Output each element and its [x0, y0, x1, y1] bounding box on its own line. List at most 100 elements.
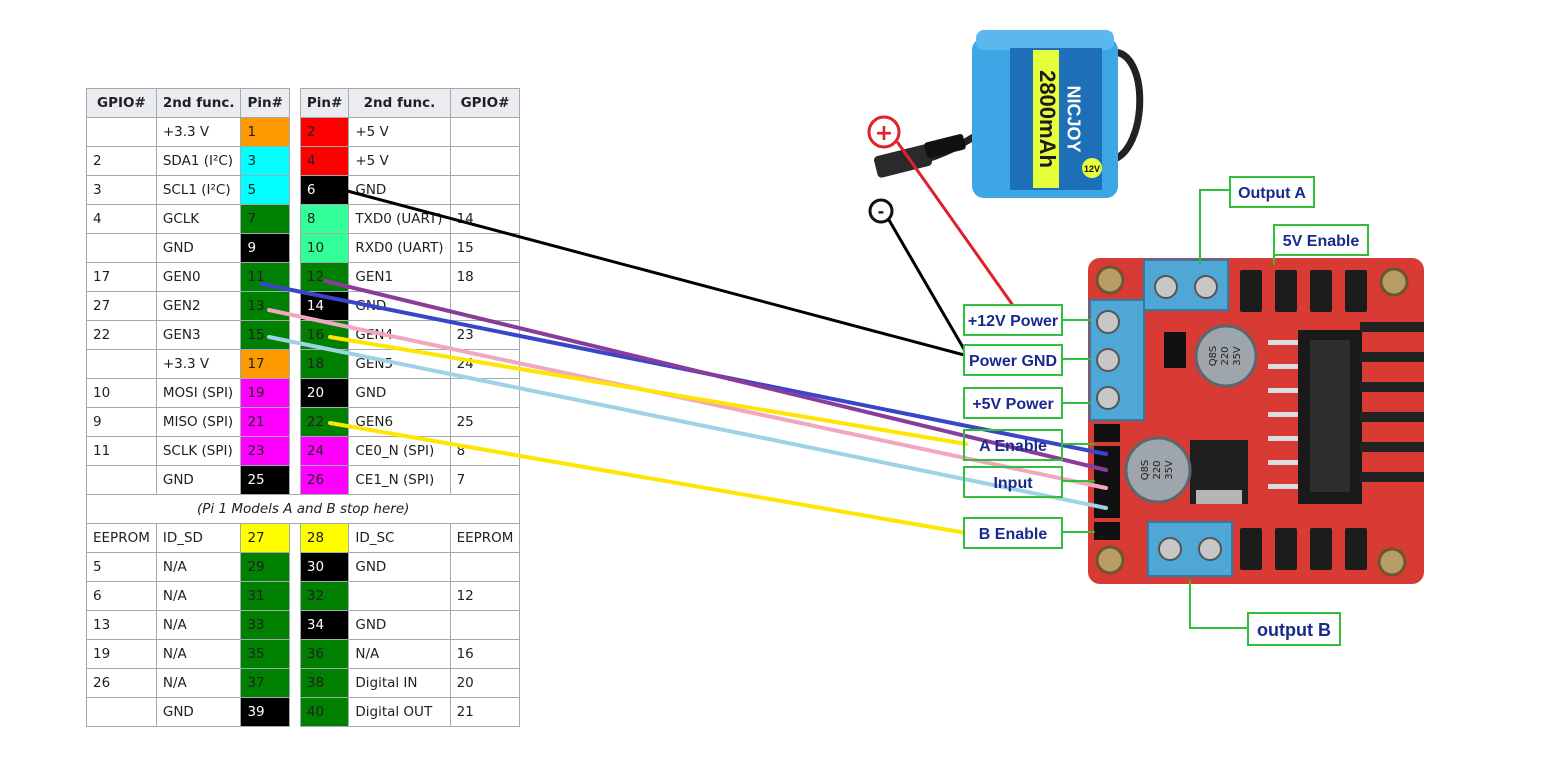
gpio-left-cell: 17	[86, 262, 157, 292]
pin-left-cell: 33	[240, 610, 290, 640]
battery-label	[1010, 48, 1102, 190]
gpio-left-cell	[86, 697, 157, 727]
gpio-left-cell: 27	[86, 291, 157, 321]
func-right-cell: CE0_N (SPI)	[348, 436, 451, 466]
pin-left-cell: 3	[240, 146, 290, 176]
dc-plug-grip	[924, 134, 966, 158]
func-right-cell: Digital OUT	[348, 697, 451, 727]
func-left-cell: SCLK (SPI)	[155, 436, 242, 466]
gpio-right-cell	[449, 610, 521, 640]
column-gap	[288, 407, 301, 437]
input-header	[1094, 424, 1120, 540]
output-a-terminal	[1143, 259, 1229, 311]
gpio-left-cell: 4	[86, 204, 157, 234]
gpio-pinout-table: GPIO# 2nd func. Pin# Pin# 2nd func. GPIO…	[85, 88, 521, 727]
gpio-right-cell: 12	[449, 581, 521, 611]
pin-left-cell: 19	[240, 378, 290, 408]
pin-left-cell: 7	[240, 204, 290, 234]
gpio-left-cell: 9	[86, 407, 157, 437]
pin-right-cell: 16	[299, 320, 350, 350]
pin-left-cell: 25	[240, 465, 290, 495]
callout-output-b: output B	[1247, 612, 1341, 646]
callout-5v-power: +5V Power	[963, 387, 1063, 419]
label-5v-enable: 5V Enable	[1283, 233, 1360, 250]
pin-left-cell: 27	[240, 523, 290, 553]
column-gap	[288, 436, 301, 466]
pin-left-cell: 39	[240, 697, 290, 727]
pin-right-cell: 18	[299, 349, 350, 379]
column-gap	[288, 320, 301, 350]
func-left-cell: GEN3	[155, 320, 242, 350]
gpio-right-cell: 21	[449, 697, 521, 727]
pin-right-cell: 12	[299, 262, 350, 292]
plus-marker: +	[867, 115, 901, 149]
func-left-cell: ID_SD	[155, 523, 242, 553]
cap-label-1: Q8S	[1208, 346, 1219, 367]
pin-right-cell: 38	[299, 668, 350, 698]
label-5v-power: +5V Power	[972, 396, 1053, 413]
power-terminal	[1089, 299, 1145, 421]
heatsink	[1298, 330, 1362, 504]
func-right-cell: CE1_N (SPI)	[348, 465, 451, 495]
jumper-5v-enable	[1164, 332, 1186, 368]
label-input: Input	[993, 475, 1033, 492]
column-gap	[288, 88, 301, 118]
minus-circle-icon	[868, 198, 894, 224]
voltage-regulator	[1190, 440, 1248, 504]
gpio-left-cell: 26	[86, 668, 157, 698]
pin-right-cell: 20	[299, 378, 350, 408]
column-gap	[288, 233, 301, 263]
column-gap	[288, 697, 301, 727]
func-right-cell: GEN4	[348, 320, 451, 350]
label-a-enable: A Enable	[979, 438, 1047, 455]
gpio-left-cell: 3	[86, 175, 157, 205]
func-left-cell: GCLK	[155, 204, 242, 234]
gpio-right-cell: 7	[449, 465, 521, 495]
battery-body	[972, 38, 1118, 198]
func-right-cell: GND	[348, 610, 451, 640]
label-output-a: Output A	[1238, 185, 1306, 202]
gpio-left-cell	[86, 349, 157, 379]
callout-input: Input	[963, 466, 1063, 498]
pin-right-cell: 22	[299, 407, 350, 437]
column-gap	[288, 552, 301, 582]
battery-cable	[1110, 48, 1144, 164]
column-gap	[288, 175, 301, 205]
pin-right-cell: 28	[299, 523, 350, 553]
battery-voltage-badge	[1082, 158, 1102, 178]
pin-left-cell: 31	[240, 581, 290, 611]
column-gap	[288, 523, 301, 553]
gpio-left-cell: 5	[86, 552, 157, 582]
header-pin-right: Pin#	[299, 88, 350, 118]
func-left-cell: GEN0	[155, 262, 242, 292]
mount-hole-icon	[1095, 545, 1125, 575]
func-right-cell	[348, 581, 451, 611]
func-left-cell: GND	[155, 465, 242, 495]
func-right-cell: GND	[348, 378, 451, 408]
pin-left-cell: 23	[240, 436, 290, 466]
gpio-left-cell: 22	[86, 320, 157, 350]
header-gpio-left: GPIO#	[86, 88, 157, 118]
battery-brand-text: NICJOY	[1063, 85, 1083, 152]
gpio-right-cell	[449, 175, 521, 205]
cap-label-1: Q8S	[1140, 460, 1151, 481]
func-left-cell: GND	[155, 233, 242, 263]
gpio-right-cell	[449, 291, 521, 321]
gpio-right-cell	[449, 378, 521, 408]
pin-left-cell: 17	[240, 349, 290, 379]
func-right-cell: N/A	[348, 639, 451, 669]
gpio-left-cell: 19	[86, 639, 157, 669]
diode-row-top	[1240, 270, 1367, 312]
pin-left-cell: 29	[240, 552, 290, 582]
gpio-left-cell	[86, 117, 157, 147]
